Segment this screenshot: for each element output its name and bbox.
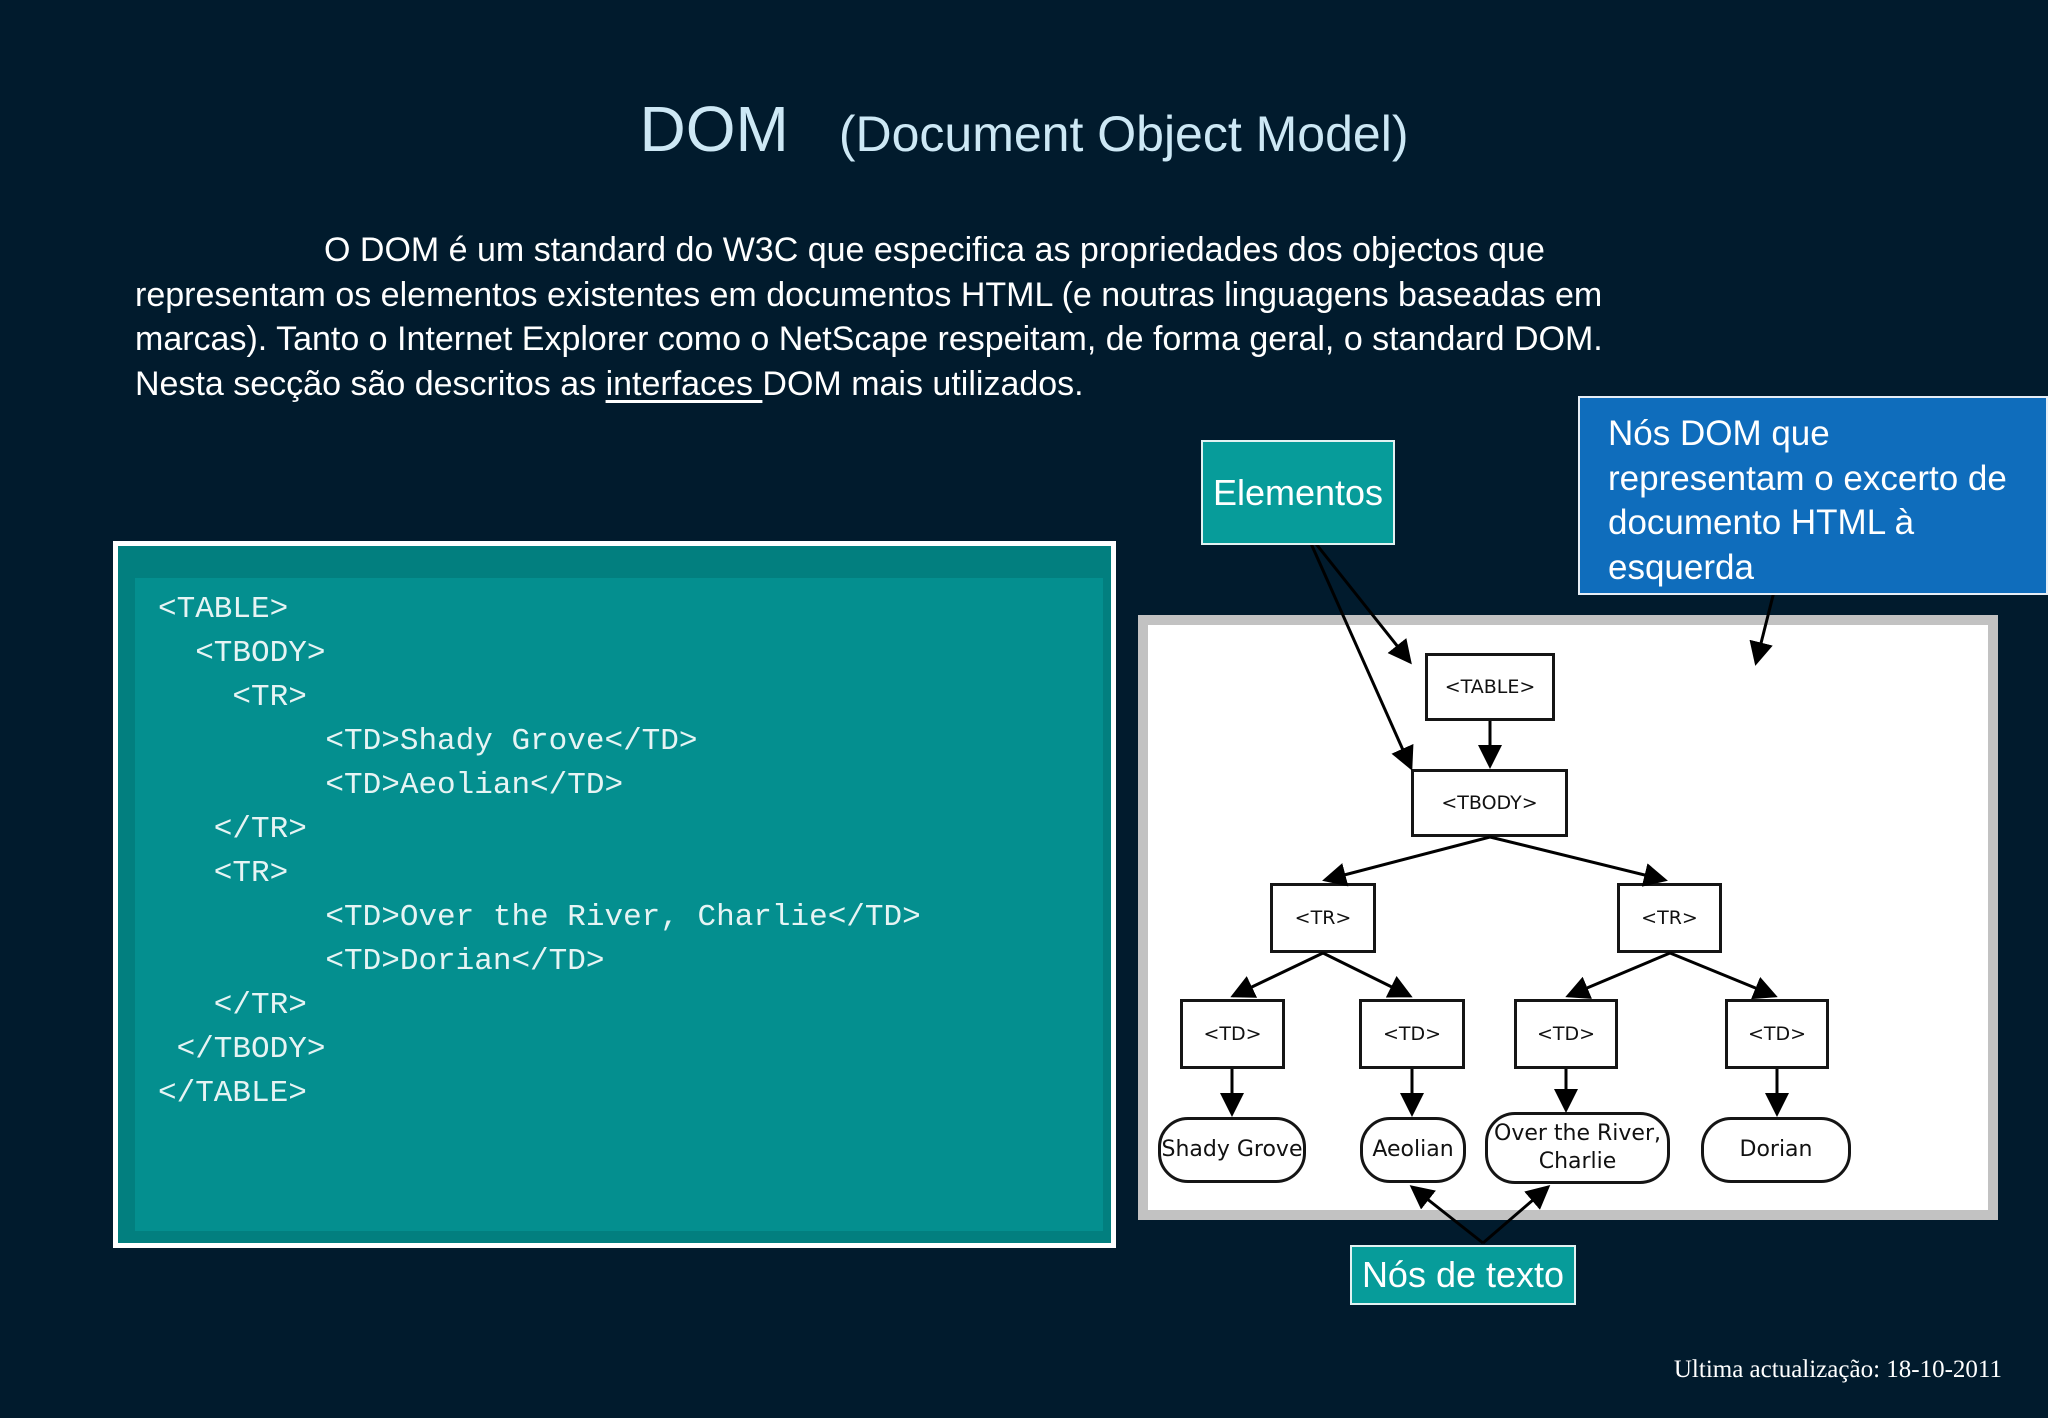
tree-text-node-over-the-river: Over the River, Charlie — [1485, 1112, 1670, 1184]
tree-node-table: <TABLE> — [1425, 653, 1555, 721]
leaf-line-1: Over the River, — [1494, 1121, 1661, 1146]
code-line: <TR> — [158, 856, 289, 891]
elementos-label: Elementos — [1201, 440, 1395, 545]
paragraph-line-4: Nesta secção são descritos as interfaces… — [135, 362, 1755, 407]
callout-line: esquerda — [1608, 547, 1754, 587]
code-line: <TD>Dorian</TD> — [158, 944, 605, 979]
code-line: <TD>Over the River, Charlie</TD> — [158, 900, 921, 935]
dom-nodes-callout: Nós DOM que representam o excerto de doc… — [1578, 396, 2048, 595]
tree-text-node-aeolian: Aeolian — [1360, 1117, 1466, 1183]
callout-line: representam o excerto de — [1608, 458, 2007, 498]
title-main: DOM — [639, 93, 789, 165]
code-line: <TD>Shady Grove</TD> — [158, 724, 698, 759]
code-line: <TD>Aeolian</TD> — [158, 768, 624, 803]
callout-line: documento HTML à — [1608, 503, 1915, 542]
code-line: </TABLE> — [158, 1076, 307, 1111]
code-line: </TR> — [158, 988, 307, 1023]
callout-line: Nós DOM que — [1608, 414, 1830, 453]
tree-node-td: <TD> — [1180, 999, 1285, 1069]
tree-node-td: <TD> — [1725, 999, 1829, 1069]
code-line: <TR> — [158, 680, 307, 715]
paragraph-line-3: marcas). Tanto o Internet Explorer como … — [135, 320, 1603, 358]
leaf-line-2: Charlie — [1538, 1149, 1617, 1174]
tree-node-tr: <TR> — [1617, 883, 1722, 953]
intro-paragraph: O DOM é um standard do W3C que especific… — [135, 228, 1755, 406]
html-code-block: <TABLE> <TBODY> <TR> <TD>Shady Grove</TD… — [135, 578, 1103, 1231]
tree-text-node-dorian: Dorian — [1701, 1117, 1851, 1183]
html-code-panel: <TABLE> <TBODY> <TR> <TD>Shady Grove</TD… — [113, 541, 1116, 1248]
tree-node-td: <TD> — [1359, 999, 1465, 1069]
code-line: <TBODY> — [158, 636, 326, 671]
title-subtitle: (Document Object Model) — [838, 106, 1409, 162]
slide-title: DOM (Document Object Model) — [0, 92, 2048, 166]
code-line: </TBODY> — [158, 1032, 326, 1067]
tree-text-node-shady-grove: Shady Grove — [1158, 1117, 1306, 1183]
tree-node-tr: <TR> — [1270, 883, 1376, 953]
interfaces-link[interactable]: interfaces — [605, 364, 763, 403]
code-line: <TABLE> — [158, 592, 289, 627]
nos-de-texto-label: Nós de texto — [1350, 1245, 1576, 1305]
paragraph-line-2: representam os elementos existentes em d… — [135, 275, 1603, 314]
last-update-footer: Ultima actualização: 18-10-2011 — [1673, 1356, 2002, 1383]
tree-node-tbody: <TBODY> — [1411, 769, 1568, 837]
paragraph-line-4-start: Nesta secção são descritos as — [135, 364, 606, 403]
code-line: </TR> — [158, 812, 307, 847]
tree-node-td: <TD> — [1514, 999, 1618, 1069]
paragraph-line-1: O DOM é um standard do W3C que especific… — [324, 231, 1545, 269]
paragraph-line-4-end: DOM mais utilizados. — [762, 364, 1084, 403]
